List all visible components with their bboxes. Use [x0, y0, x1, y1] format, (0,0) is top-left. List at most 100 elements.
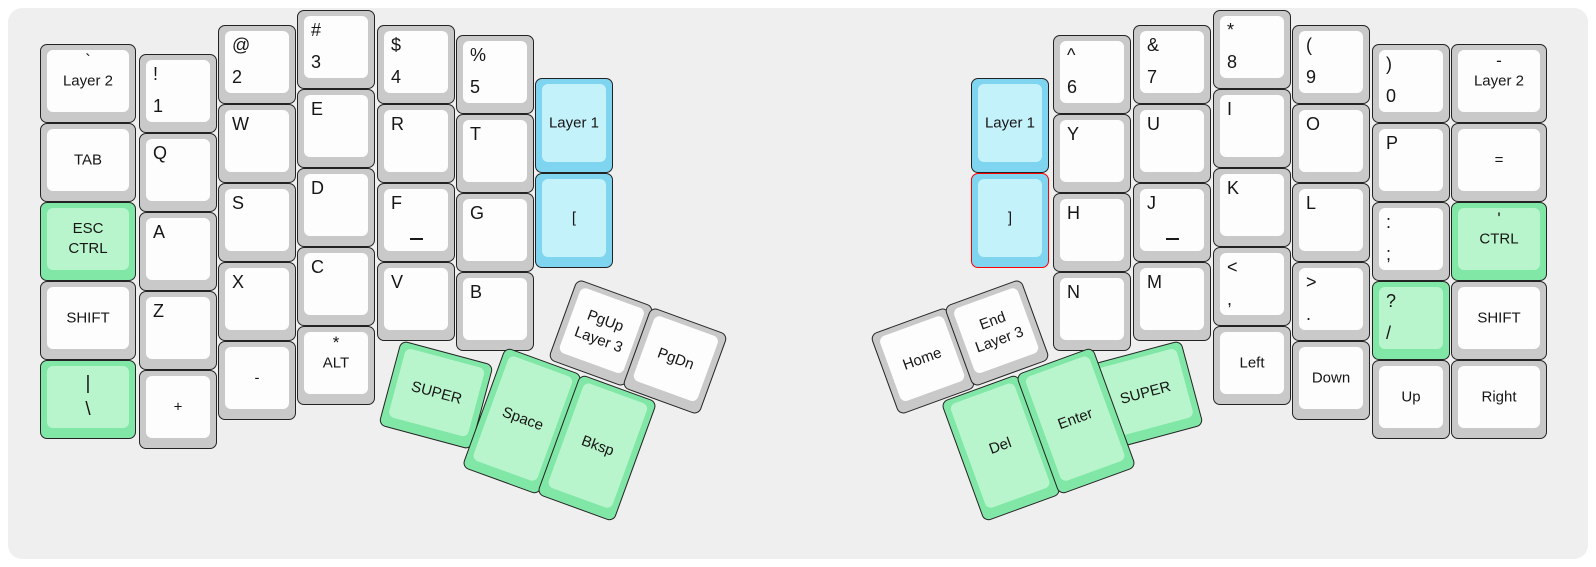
- key-r-j[interactable]: J: [1133, 183, 1211, 262]
- legend-base-r-slash: /: [1386, 322, 1392, 343]
- key-r-semicolon[interactable]: :;: [1372, 202, 1450, 281]
- key-l-w[interactable]: W: [218, 104, 296, 183]
- key-l-3[interactable]: #3: [297, 10, 375, 89]
- key-l-pipe-backslash[interactable]: |\: [40, 360, 136, 439]
- key-l-4[interactable]: $4: [377, 25, 455, 104]
- keycap-l-c: C: [304, 253, 368, 315]
- key-l-2[interactable]: @2: [218, 25, 296, 104]
- legend-shifted-r-i: I: [1227, 99, 1233, 119]
- keycap-l-pgdn: PgDn: [632, 314, 720, 403]
- key-l-q[interactable]: Q: [139, 133, 217, 212]
- key-l-esc-ctrl[interactable]: ESC CTRL: [40, 202, 136, 281]
- key-l-layer1[interactable]: Layer 1: [535, 78, 613, 173]
- legend-shifted-r-8: *: [1227, 20, 1235, 40]
- keycap-r-semicolon: :;: [1379, 208, 1443, 270]
- key-r-p[interactable]: P: [1372, 123, 1450, 202]
- key-r-comma[interactable]: <,: [1213, 247, 1291, 326]
- key-r-7[interactable]: &7: [1133, 25, 1211, 104]
- key-r-h[interactable]: H: [1053, 193, 1131, 272]
- key-r-y[interactable]: Y: [1053, 114, 1131, 193]
- key-l-x[interactable]: X: [218, 262, 296, 341]
- key-l-z[interactable]: Z: [139, 291, 217, 370]
- legend-shifted-r-period: >: [1306, 272, 1317, 292]
- keycap-l-x: X: [225, 268, 289, 330]
- legend-shifted-l-r: R: [391, 114, 404, 134]
- keycap-r-9: (9: [1299, 31, 1363, 93]
- legend-label-l-layer1: Layer 1: [548, 114, 600, 132]
- legend-shifted-l-w: W: [232, 114, 249, 134]
- key-r-up[interactable]: Up: [1372, 360, 1450, 439]
- key-l-shift[interactable]: SHIFT: [40, 281, 136, 360]
- key-l-e[interactable]: E: [297, 89, 375, 168]
- legend-shifted-r-6: ^: [1067, 45, 1076, 65]
- key-r-down[interactable]: Down: [1292, 341, 1370, 420]
- key-r-k[interactable]: K: [1213, 168, 1291, 247]
- key-l-v[interactable]: V: [377, 262, 455, 341]
- key-l-d[interactable]: D: [297, 168, 375, 247]
- legend-label-r-end-layer3: End Layer 3: [972, 307, 1026, 357]
- key-l-alt[interactable]: *ALT: [297, 326, 375, 405]
- key-l-1[interactable]: !1: [139, 54, 217, 133]
- key-r-period[interactable]: >.: [1292, 262, 1370, 341]
- legend-label-l-bksp: Bksp: [579, 431, 617, 460]
- key-l-g[interactable]: G: [456, 193, 534, 272]
- key-r-u[interactable]: U: [1133, 104, 1211, 183]
- legend-shifted-l-q: Q: [153, 143, 168, 163]
- key-r-l[interactable]: L: [1292, 183, 1370, 262]
- key-r-o[interactable]: O: [1292, 104, 1370, 183]
- legend-base-l-pipe-backslash: \: [85, 399, 91, 420]
- legend-shifted-l-grave-layer2: `: [85, 51, 91, 70]
- keycap-r-left: Left: [1220, 332, 1284, 394]
- legend-label-r-right: Right: [1481, 388, 1517, 406]
- legend-shifted-r-0: ): [1386, 54, 1392, 74]
- key-l-grave-layer2[interactable]: `Layer 2: [40, 44, 136, 123]
- keycap-r-o: O: [1299, 110, 1363, 172]
- key-r-n[interactable]: N: [1053, 272, 1131, 351]
- key-r-left[interactable]: Left: [1213, 326, 1291, 405]
- legend-symbol-r-equals: =: [1494, 151, 1504, 169]
- legend-base-r-semicolon: ;: [1386, 243, 1392, 264]
- key-r-0[interactable]: )0: [1372, 44, 1450, 123]
- legend-symbol-l-plus: +: [173, 398, 183, 416]
- key-l-bracket-open[interactable]: [: [535, 173, 613, 268]
- legend-label-l-esc-ctrl: ESC CTRL: [68, 219, 108, 257]
- key-r-quote-ctrl[interactable]: 'CTRL: [1451, 202, 1547, 281]
- legend-shifted-r-9: (: [1306, 35, 1312, 55]
- key-r-slash[interactable]: ?/: [1372, 281, 1450, 360]
- legend-label-r-layer1: Layer 1: [984, 114, 1036, 132]
- legend-shifted-r-l: L: [1306, 193, 1317, 213]
- legend-shifted-l-d: D: [311, 178, 324, 198]
- key-l-5[interactable]: %5: [456, 35, 534, 114]
- key-r-right[interactable]: Right: [1451, 360, 1547, 439]
- key-r-m[interactable]: M: [1133, 262, 1211, 341]
- legend-shifted-r-p: P: [1386, 133, 1399, 153]
- keycap-l-e: E: [304, 95, 368, 157]
- key-r-layer1[interactable]: Layer 1: [971, 78, 1049, 173]
- key-l-plus[interactable]: +: [139, 370, 217, 449]
- homing-bar-l-f: [410, 238, 423, 240]
- key-r-minus-layer2[interactable]: -Layer 2: [1451, 44, 1547, 123]
- key-l-tab[interactable]: TAB: [40, 123, 136, 202]
- legend-shifted-l-f: F: [391, 193, 402, 213]
- keycap-r-h: H: [1060, 199, 1124, 261]
- key-r-8[interactable]: *8: [1213, 10, 1291, 89]
- legend-symbol-l-minus: -: [254, 369, 260, 387]
- key-r-shift[interactable]: SHIFT: [1451, 281, 1547, 360]
- key-l-r[interactable]: R: [377, 104, 455, 183]
- keycap-l-1: !1: [146, 60, 210, 122]
- key-l-b[interactable]: B: [456, 272, 534, 351]
- key-r-9[interactable]: (9: [1292, 25, 1370, 104]
- key-l-s[interactable]: S: [218, 183, 296, 262]
- key-l-minus[interactable]: -: [218, 341, 296, 420]
- keycap-l-3: #3: [304, 16, 368, 78]
- key-l-a[interactable]: A: [139, 212, 217, 291]
- legend-shifted-l-2: @: [232, 35, 251, 55]
- key-r-6[interactable]: ^6: [1053, 35, 1131, 114]
- key-r-bracket-close[interactable]: ]: [971, 173, 1049, 268]
- key-l-f[interactable]: F: [377, 183, 455, 262]
- key-l-t[interactable]: T: [456, 114, 534, 193]
- key-r-equals[interactable]: =: [1451, 123, 1547, 202]
- key-r-i[interactable]: I: [1213, 89, 1291, 168]
- key-l-c[interactable]: C: [297, 247, 375, 326]
- legend-shifted-r-minus-layer2: -: [1496, 51, 1502, 70]
